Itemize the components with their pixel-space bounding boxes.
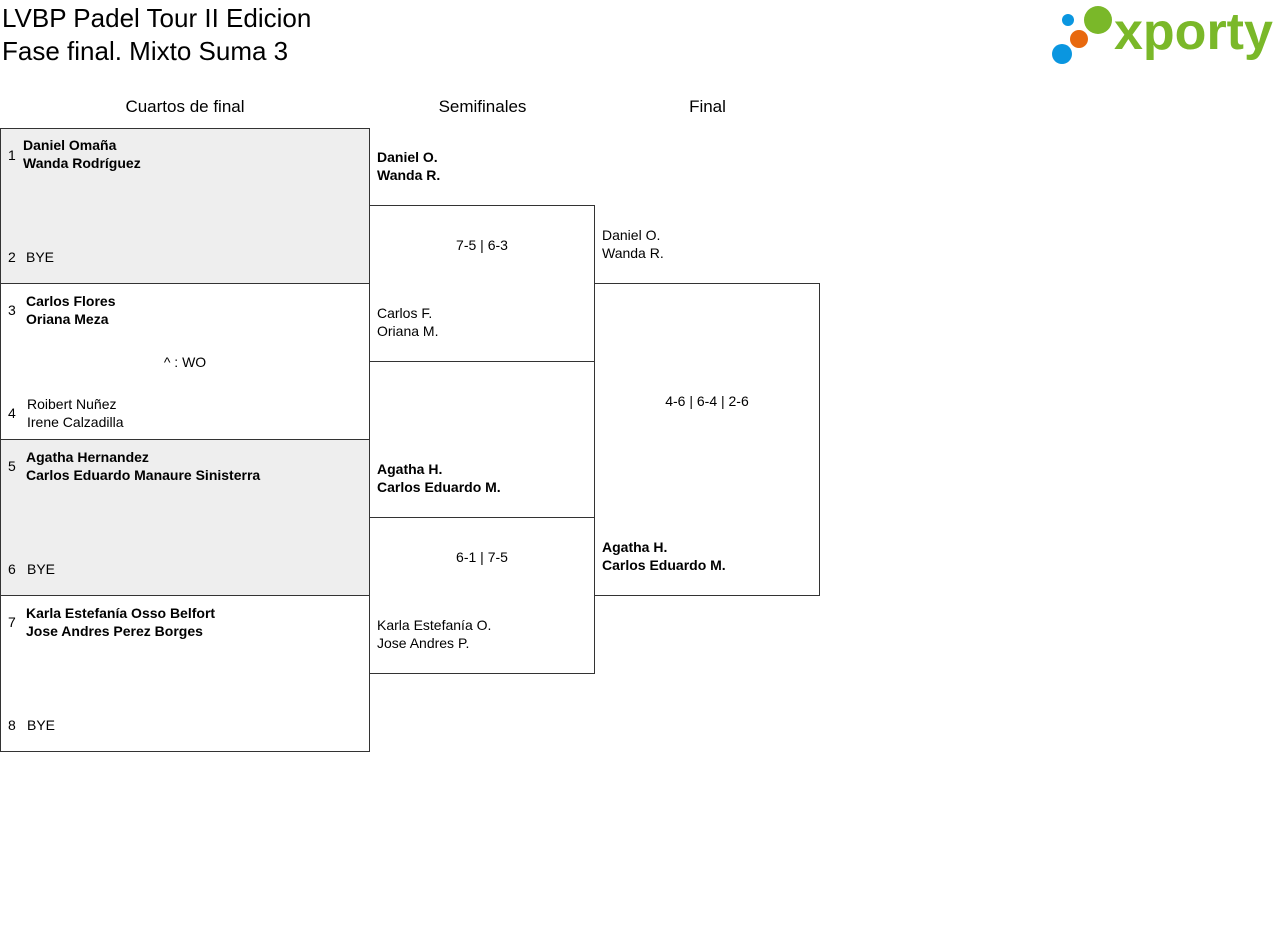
player-name: Oriana Meza bbox=[26, 311, 109, 327]
seed-number: 1 bbox=[8, 147, 16, 163]
semifinal-team: Wanda R. bbox=[377, 167, 441, 183]
round-header-final: Final bbox=[689, 97, 726, 116]
semifinal-team: Daniel O. bbox=[377, 149, 438, 165]
round-header-quarterfinals: Cuartos de final bbox=[125, 97, 245, 116]
final-team: Daniel O. bbox=[602, 227, 661, 243]
final-match bbox=[594, 283, 820, 596]
quarterfinal-match-1 bbox=[0, 128, 370, 284]
page-subtitle: Fase final. Mixto Suma 3 bbox=[2, 36, 289, 66]
player-name: Wanda Rodríguez bbox=[23, 155, 141, 171]
semifinal-team: Carlos F. bbox=[377, 305, 433, 321]
seed-number: 3 bbox=[8, 302, 16, 318]
seed-number: 5 bbox=[8, 458, 16, 474]
final-team: Carlos Eduardo M. bbox=[602, 557, 726, 573]
semifinal-team: Karla Estefanía O. bbox=[377, 617, 492, 633]
player-name: Jose Andres Perez Borges bbox=[26, 623, 203, 639]
seed-number: 4 bbox=[8, 405, 16, 421]
player-name: Agatha Hernandez bbox=[26, 449, 149, 465]
bye-label: BYE bbox=[27, 561, 56, 577]
logo-wordmark: xporty bbox=[1114, 3, 1273, 61]
xporty-logo: xporty bbox=[1050, 3, 1276, 68]
match-score: 7-5 | 6-3 bbox=[456, 237, 508, 253]
player-name: Carlos Eduardo Manaure Sinisterra bbox=[26, 467, 261, 483]
semifinal-team: Agatha H. bbox=[377, 461, 443, 477]
final-team: Agatha H. bbox=[602, 539, 668, 555]
player-name: Daniel Omaña bbox=[23, 137, 117, 153]
page-title: LVBP Padel Tour II Edicion bbox=[2, 3, 312, 33]
logo-dot-blue-icon bbox=[1052, 44, 1072, 64]
seed-number: 8 bbox=[8, 717, 16, 733]
logo-dot-green-icon bbox=[1084, 6, 1112, 34]
bye-label: BYE bbox=[27, 717, 56, 733]
bye-label: BYE bbox=[26, 249, 55, 265]
seed-number: 7 bbox=[8, 614, 16, 630]
match-score: 6-1 | 7-5 bbox=[456, 549, 508, 565]
semifinal-team: Jose Andres P. bbox=[377, 635, 470, 651]
final-team: Wanda R. bbox=[602, 245, 664, 261]
seed-number: 2 bbox=[8, 249, 16, 265]
match-score: 4-6 | 6-4 | 2-6 bbox=[665, 393, 749, 409]
seed-number: 6 bbox=[8, 561, 16, 577]
round-header-semifinals: Semifinales bbox=[438, 97, 527, 116]
logo-dot-orange-icon bbox=[1070, 30, 1088, 48]
quarterfinal-match-3 bbox=[0, 439, 370, 596]
player-name: Roibert Nuñez bbox=[27, 396, 117, 412]
player-name: Irene Calzadilla bbox=[27, 414, 124, 430]
match-result: ^ : WO bbox=[163, 354, 207, 370]
semifinal-team: Oriana M. bbox=[377, 323, 439, 339]
logo-dot-blue-small-icon bbox=[1062, 14, 1074, 26]
player-name: Carlos Flores bbox=[26, 293, 116, 309]
semifinal-team: Carlos Eduardo M. bbox=[377, 479, 501, 495]
player-name: Karla Estefanía Osso Belfort bbox=[26, 605, 216, 621]
